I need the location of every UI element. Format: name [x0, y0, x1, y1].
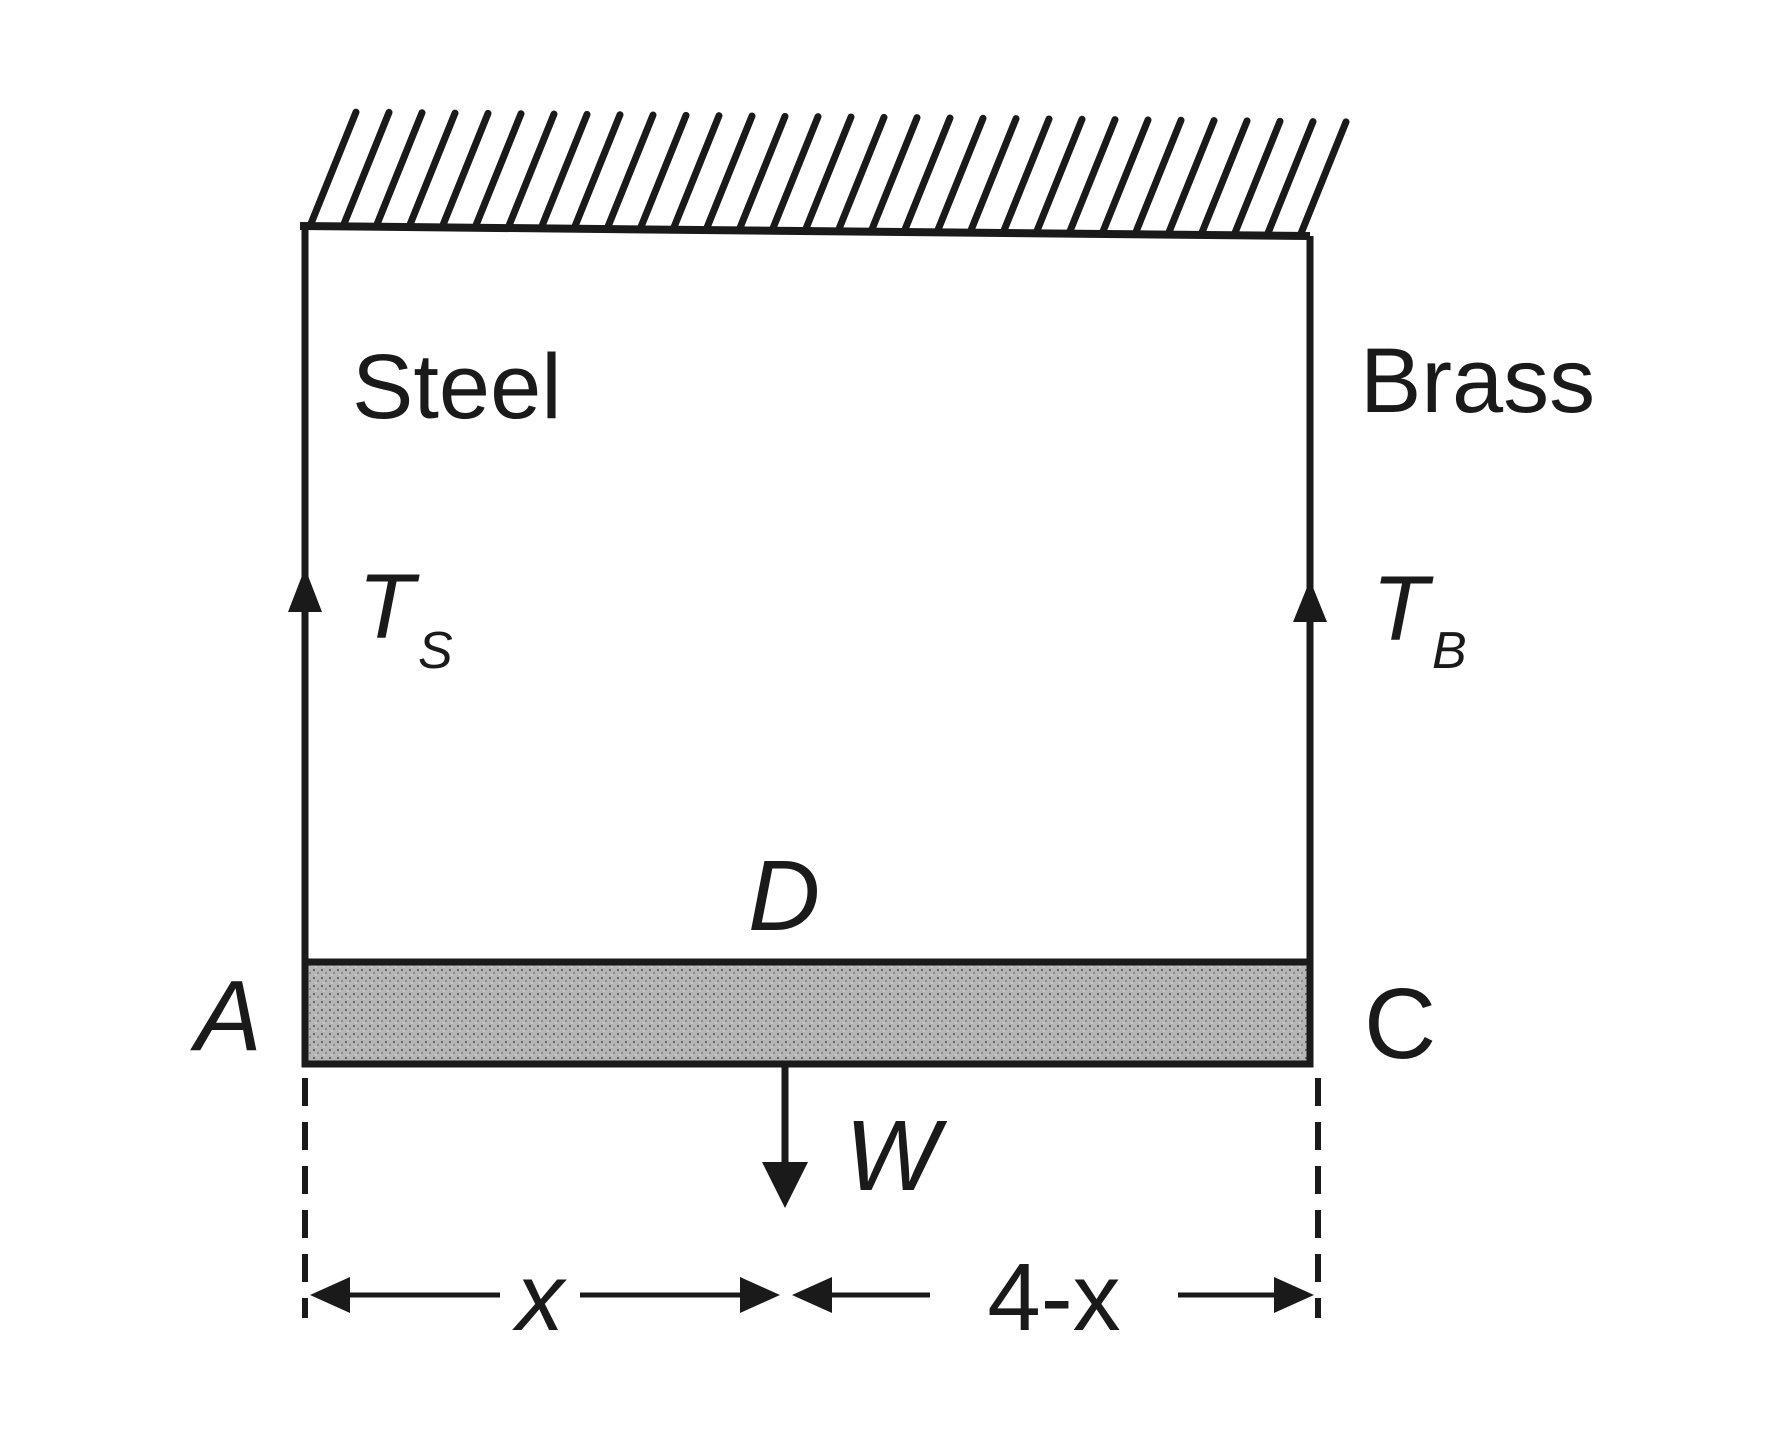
steel-tension-arrowhead: [288, 568, 322, 612]
ceiling-hatch-mark: [735, 112, 789, 234]
ceiling-hatch-mark: [1098, 116, 1152, 238]
ceiling-hatch-mark: [306, 108, 360, 230]
dimension-4mx-arrowhead-right: [1274, 1277, 1314, 1313]
ceiling-hatch-mark: [504, 110, 558, 232]
ceiling-hatch-mark: [1131, 116, 1185, 238]
dimension-x: [310, 1277, 780, 1313]
ceiling-hatch-mark: [372, 109, 426, 231]
ceiling-hatch-mark: [669, 112, 723, 234]
ceiling-hatch-mark: [999, 115, 1053, 237]
ceiling-hatch-mark: [405, 109, 459, 231]
ceiling-hatch-mark: [570, 111, 624, 233]
load-arrowhead: [762, 1162, 808, 1208]
dimension-x-arrowhead-left: [310, 1277, 350, 1313]
ceiling-hatch-mark: [768, 113, 822, 235]
dimension-4mx-arrowhead-left: [792, 1277, 832, 1313]
brass-label: Brass: [1360, 330, 1595, 432]
ceiling-hatch-mark: [438, 109, 492, 231]
ceiling-hatch-mark: [1197, 117, 1251, 239]
load-arrow: [762, 1064, 808, 1208]
ceiling-hatch-mark: [867, 114, 921, 236]
steel-label: Steel: [352, 336, 562, 438]
ceiling-hatch-mark: [1263, 118, 1317, 240]
ceiling-hatch-mark: [537, 110, 591, 232]
point-c-label: C: [1364, 968, 1436, 1080]
ceiling-support: [299, 108, 1350, 240]
ceiling-hatch-mark: [966, 115, 1020, 237]
dimension-x-label: x: [512, 1244, 567, 1351]
ceiling-hatch-mark: [702, 112, 756, 234]
steel-tension-label: T: [358, 556, 420, 658]
ceiling-hatch-mark: [1032, 115, 1086, 237]
brass-tension-label: T: [1372, 558, 1434, 660]
point-a-label: A: [190, 960, 262, 1072]
rod-ac: [301, 958, 1314, 1068]
dimension-4-minus-x: [792, 1277, 1314, 1313]
ceiling-hatch-mark: [1296, 118, 1350, 240]
ceiling-hatch-mark: [900, 114, 954, 236]
ceiling-hatching: [306, 108, 1350, 240]
load-label: W: [845, 1100, 948, 1212]
ceiling-hatch-mark: [471, 110, 525, 232]
ceiling-hatch-mark: [933, 114, 987, 236]
ceiling-hatch-mark: [636, 111, 690, 233]
brass-tension-arrowhead: [1293, 580, 1327, 622]
ceiling-hatch-mark: [834, 113, 888, 235]
dimension-4mx-label: 4-x: [987, 1244, 1120, 1351]
ceiling-hatch-mark: [801, 113, 855, 235]
point-d-label: D: [748, 840, 820, 952]
ceiling-hatch-mark: [1164, 117, 1218, 239]
steel-tension-subscript: S: [418, 622, 453, 680]
brass-tension-subscript: B: [1432, 622, 1467, 680]
ceiling-hatch-mark: [339, 108, 393, 230]
ceiling-hatch-mark: [603, 111, 657, 233]
dimension-x-arrowhead-right: [740, 1277, 780, 1313]
ceiling-hatch-mark: [1230, 117, 1284, 239]
ceiling-hatch-mark: [1065, 116, 1119, 238]
